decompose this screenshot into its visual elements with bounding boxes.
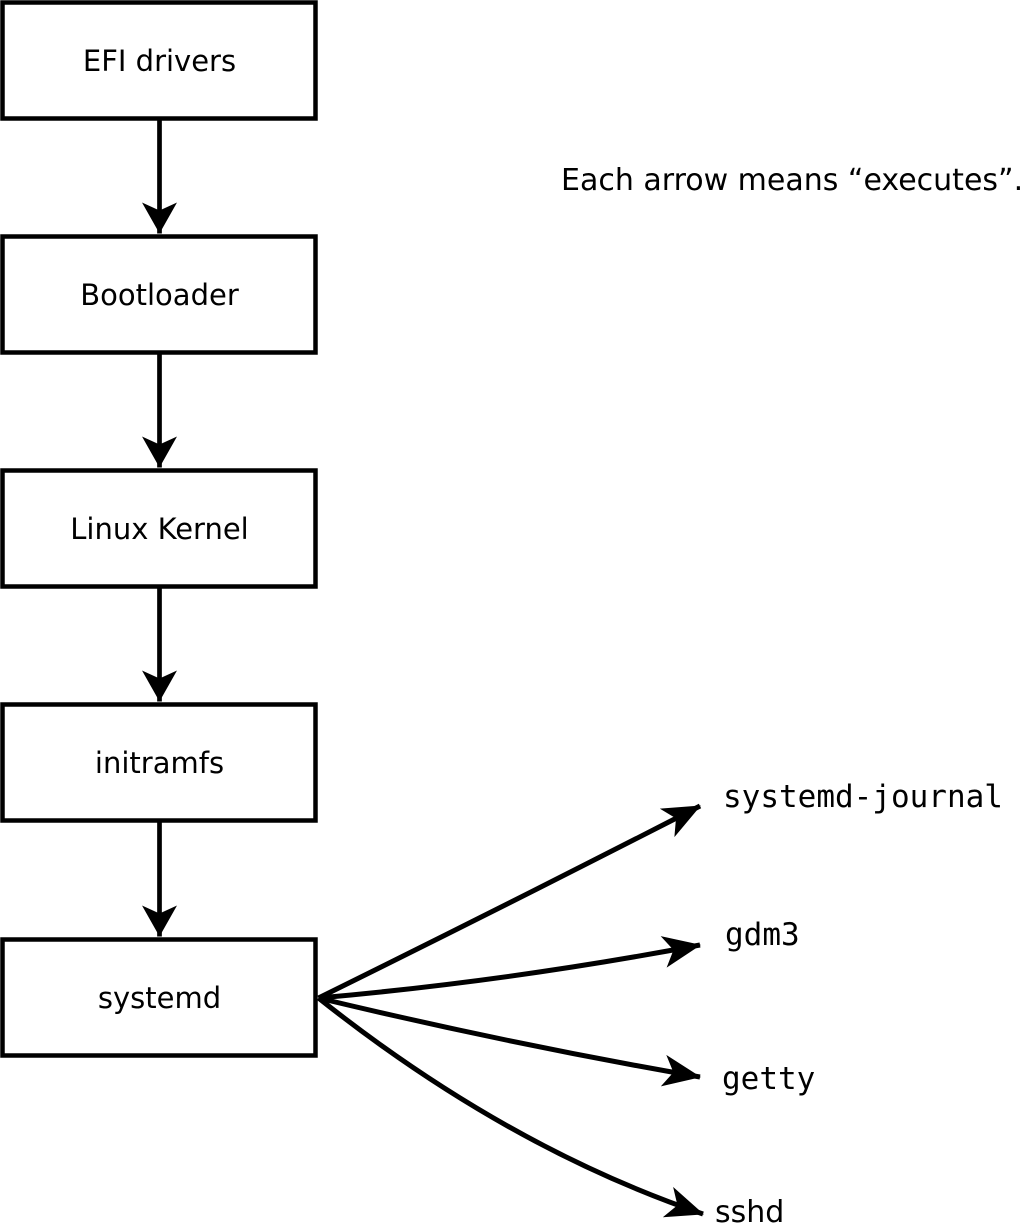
flow-node-bootloader: Bootloader xyxy=(0,234,318,355)
node-label-bootloader: Bootloader xyxy=(80,278,239,312)
node-box xyxy=(0,234,318,355)
node-box xyxy=(0,937,318,1058)
connector-systemd-to-journal xyxy=(317,803,702,1001)
node-box xyxy=(0,0,318,121)
connector-systemd-to-getty xyxy=(317,995,701,1087)
connector-systemd-to-sshd xyxy=(316,996,704,1218)
target-label-systemd-journal: systemd-journal xyxy=(723,779,1003,815)
node-box xyxy=(0,468,318,589)
node-box xyxy=(0,702,318,823)
target-label-getty: getty xyxy=(722,1061,815,1097)
node-label-linux-kernel: Linux Kernel xyxy=(70,512,248,546)
flow-node-efi-drivers: EFI drivers xyxy=(0,0,318,121)
node-label-efi-drivers: EFI drivers xyxy=(83,44,236,78)
caption-arrow-meaning: Each arrow means “executes”. xyxy=(561,163,1023,198)
flow-node-systemd: systemd xyxy=(0,937,318,1058)
connector-systemd-to-gdm3 xyxy=(318,936,701,1001)
flow-node-initramfs: initramfs xyxy=(0,702,318,823)
node-label-systemd: systemd xyxy=(98,981,221,1015)
node-label-initramfs: initramfs xyxy=(95,746,224,780)
flow-node-linux-kernel: Linux Kernel xyxy=(0,468,318,589)
target-label-sshd: sshd xyxy=(715,1195,784,1230)
target-label-gdm3: gdm3 xyxy=(725,917,800,953)
